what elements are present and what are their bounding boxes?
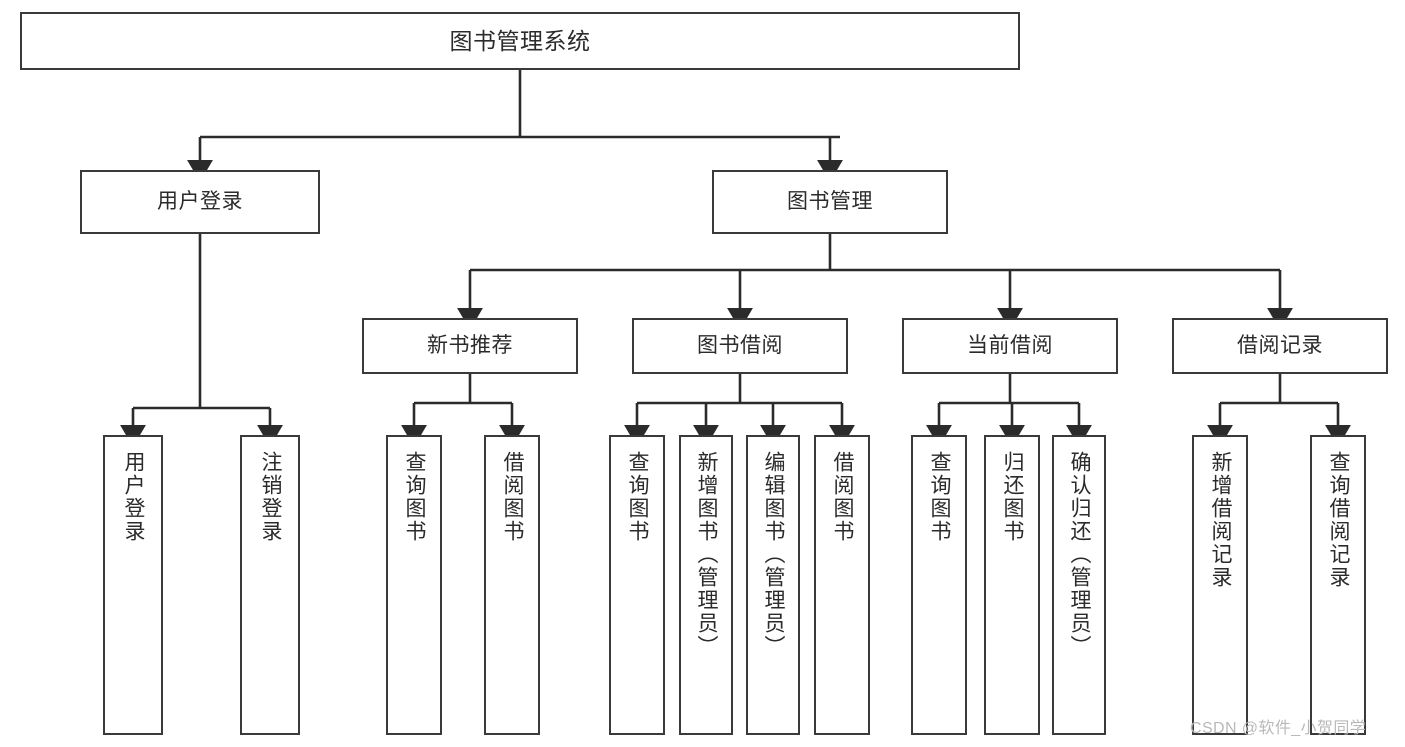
node-label: 借阅图书 <box>831 451 855 543</box>
node-label: 新增借阅记录 <box>1209 451 1233 589</box>
leaf-add-book-admin[interactable]: 新增图书（管理员） <box>679 435 733 735</box>
node-label: 确认归还（管理员） <box>1068 451 1092 658</box>
node-user-login[interactable]: 用户登录 <box>80 170 320 234</box>
node-current-borrow[interactable]: 当前借阅 <box>902 318 1118 374</box>
leaf-user-login[interactable]: 用户登录 <box>103 435 163 735</box>
node-label: 当前借阅 <box>967 333 1053 357</box>
node-label: 借阅记录 <box>1237 333 1323 357</box>
node-label: 图书管理 <box>787 189 873 213</box>
node-label: 查询图书 <box>626 451 650 543</box>
leaf-edit-book-admin[interactable]: 编辑图书（管理员） <box>746 435 800 735</box>
leaf-query-book-current[interactable]: 查询图书 <box>911 435 967 735</box>
node-book-borrow[interactable]: 图书借阅 <box>632 318 848 374</box>
leaf-query-book-newbook[interactable]: 查询图书 <box>386 435 442 735</box>
node-label: 查询图书 <box>403 451 427 543</box>
leaf-query-book-borrow[interactable]: 查询图书 <box>609 435 665 735</box>
node-new-book-recommend[interactable]: 新书推荐 <box>362 318 578 374</box>
node-book-management[interactable]: 图书管理 <box>712 170 948 234</box>
leaf-query-borrow-record[interactable]: 查询借阅记录 <box>1310 435 1366 735</box>
node-label: 用户登录 <box>157 189 243 213</box>
node-root-book-management-system[interactable]: 图书管理系统 <box>20 12 1020 70</box>
node-label: 新书推荐 <box>427 333 513 357</box>
node-label: 编辑图书（管理员） <box>762 451 786 658</box>
leaf-return-book[interactable]: 归还图书 <box>984 435 1040 735</box>
node-label: 图书管理系统 <box>449 27 591 54</box>
leaf-logout[interactable]: 注销登录 <box>240 435 300 735</box>
node-label: 查询借阅记录 <box>1327 451 1351 589</box>
node-label: 归还图书 <box>1001 451 1025 543</box>
node-label: 新增图书（管理员） <box>695 451 719 658</box>
leaf-add-borrow-record[interactable]: 新增借阅记录 <box>1192 435 1248 735</box>
leaf-borrow-book-newbook[interactable]: 借阅图书 <box>484 435 540 735</box>
node-borrow-record[interactable]: 借阅记录 <box>1172 318 1388 374</box>
leaf-lend-book[interactable]: 借阅图书 <box>814 435 870 735</box>
node-label: 用户登录 <box>122 451 146 543</box>
node-label: 借阅图书 <box>501 451 525 543</box>
leaf-confirm-return-admin[interactable]: 确认归还（管理员） <box>1052 435 1106 735</box>
node-label: 查询图书 <box>928 451 952 543</box>
node-label: 图书借阅 <box>697 333 783 357</box>
watermark: CSDN @软件_小贺同学 <box>1190 720 1367 737</box>
node-label: 注销登录 <box>259 451 283 543</box>
